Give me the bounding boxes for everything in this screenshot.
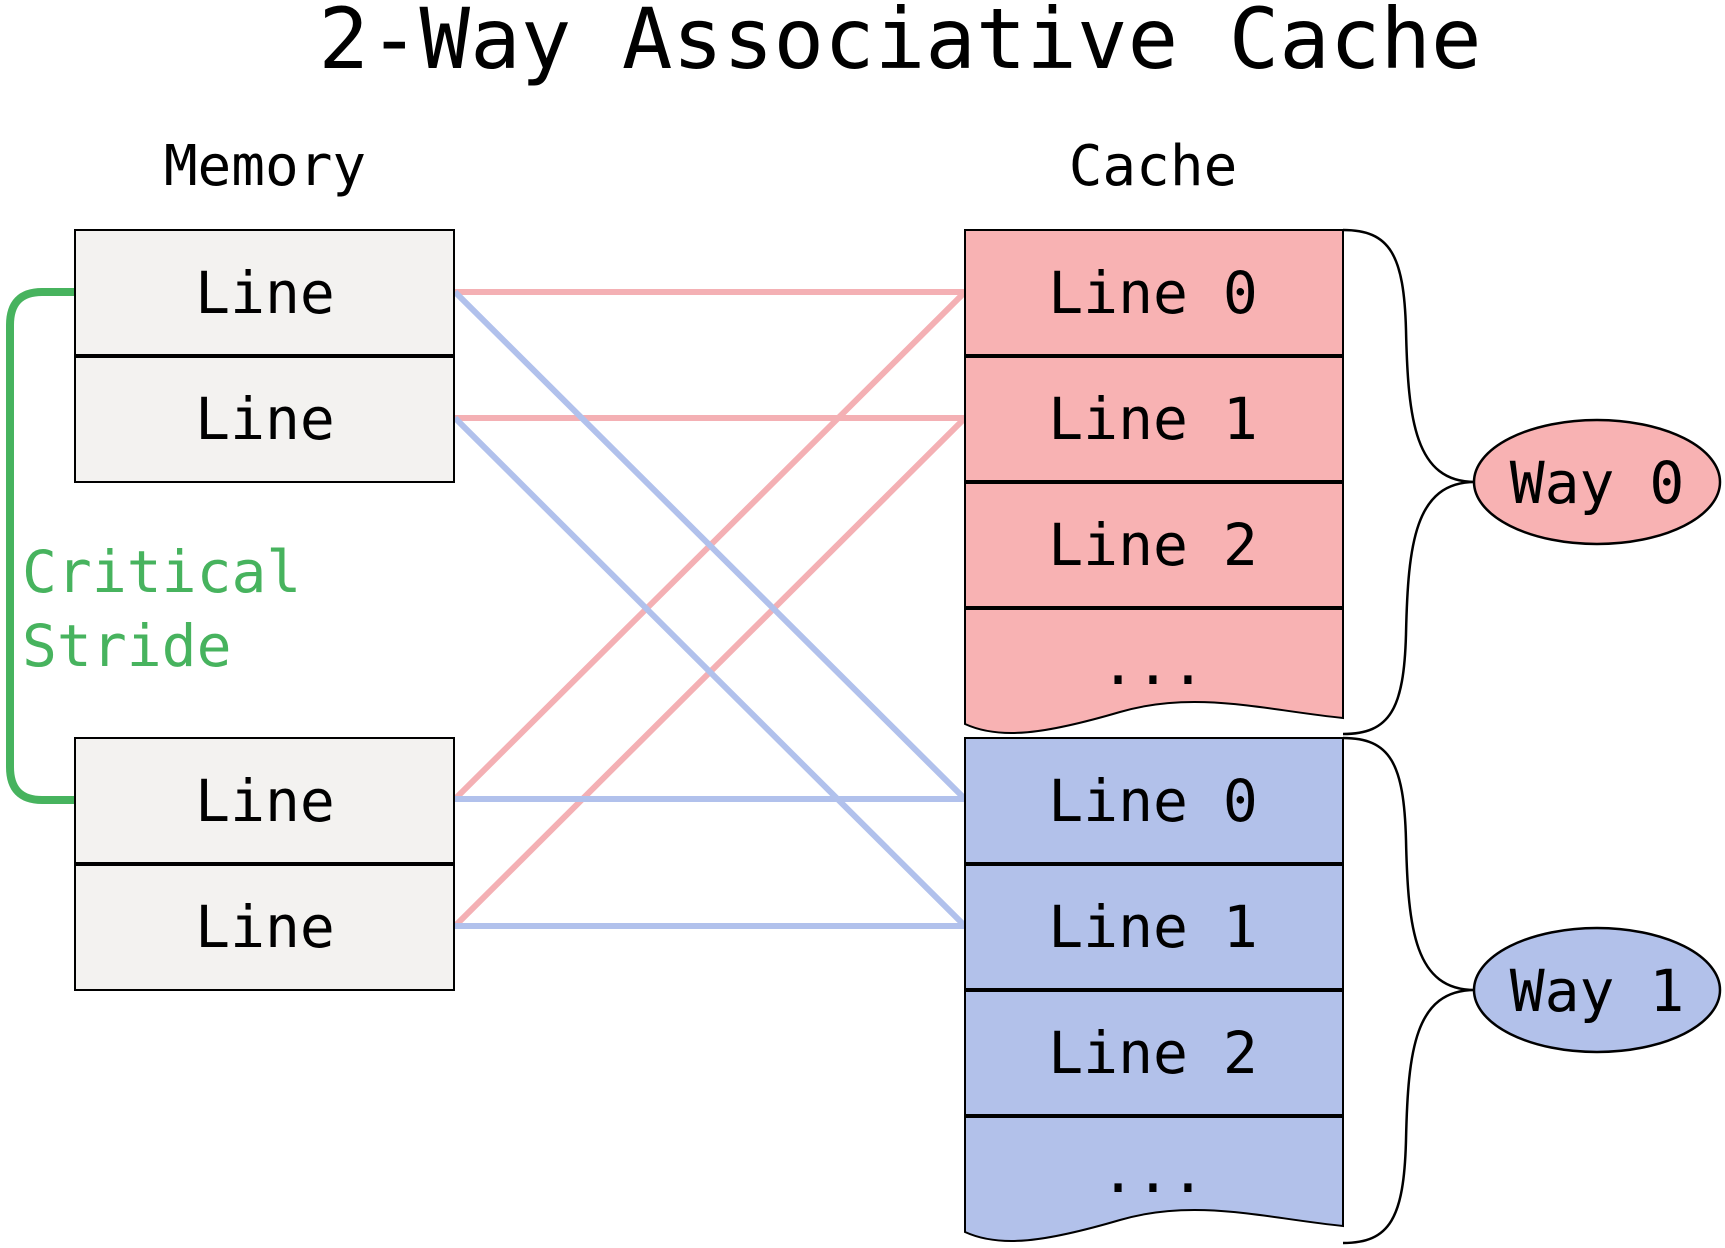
way-1-badge	[1472, 926, 1722, 1054]
cache-line	[964, 863, 1344, 991]
cache-line-ellipsis	[964, 1115, 1344, 1243]
way-0-brace	[1342, 228, 1476, 736]
cache-way-0: Line 0 Line 1 Line 2 ...	[964, 229, 1344, 735]
critical-stride-bracket	[6, 288, 75, 804]
cache-way-1: Line 0 Line 1 Line 2 ...	[964, 737, 1344, 1243]
cache-line	[964, 989, 1344, 1117]
mapping-lines	[452, 289, 968, 929]
cache-line-label: Line 1	[1048, 385, 1258, 453]
cache-line	[964, 737, 1344, 865]
memory-line-label: Line	[195, 259, 335, 327]
map-line-way1	[452, 415, 968, 929]
way-0-label: Way 0	[1510, 449, 1685, 517]
memory-line-label: Line	[195, 767, 335, 835]
critical-stride-label-1: Critical	[22, 538, 301, 606]
map-line-way1	[452, 289, 968, 802]
cache-line-label: Line 1	[1048, 893, 1258, 961]
cache-line-label: Line 0	[1048, 767, 1258, 835]
memory-line	[74, 863, 455, 991]
memory-line-label: Line	[195, 385, 335, 453]
cache-heading: Cache	[1069, 134, 1238, 199]
memory-block-bottom: Line Line	[74, 737, 455, 991]
cache-line	[964, 481, 1344, 609]
way-1-brace	[1342, 736, 1476, 1245]
diagram-title: 2-Way Associative Cache	[318, 0, 1481, 88]
memory-line	[74, 229, 455, 357]
cache-line-label: Line 2	[1048, 1019, 1258, 1087]
memory-block-top: Line Line	[74, 229, 455, 483]
cache-line-label: ...	[1101, 1138, 1206, 1206]
memory-line	[74, 355, 455, 483]
cache-line-label: ...	[1101, 630, 1206, 698]
memory-heading: Memory	[164, 134, 366, 199]
memory-line-label: Line	[195, 893, 335, 961]
cache-line-label: Line 2	[1048, 511, 1258, 579]
way-0-badge	[1472, 418, 1722, 546]
cache-line	[964, 229, 1344, 357]
critical-stride-label-2: Stride	[22, 612, 232, 680]
way-1-label: Way 1	[1510, 957, 1685, 1025]
cache-line-label: Line 0	[1048, 259, 1258, 327]
cache-line-ellipsis	[964, 607, 1344, 735]
